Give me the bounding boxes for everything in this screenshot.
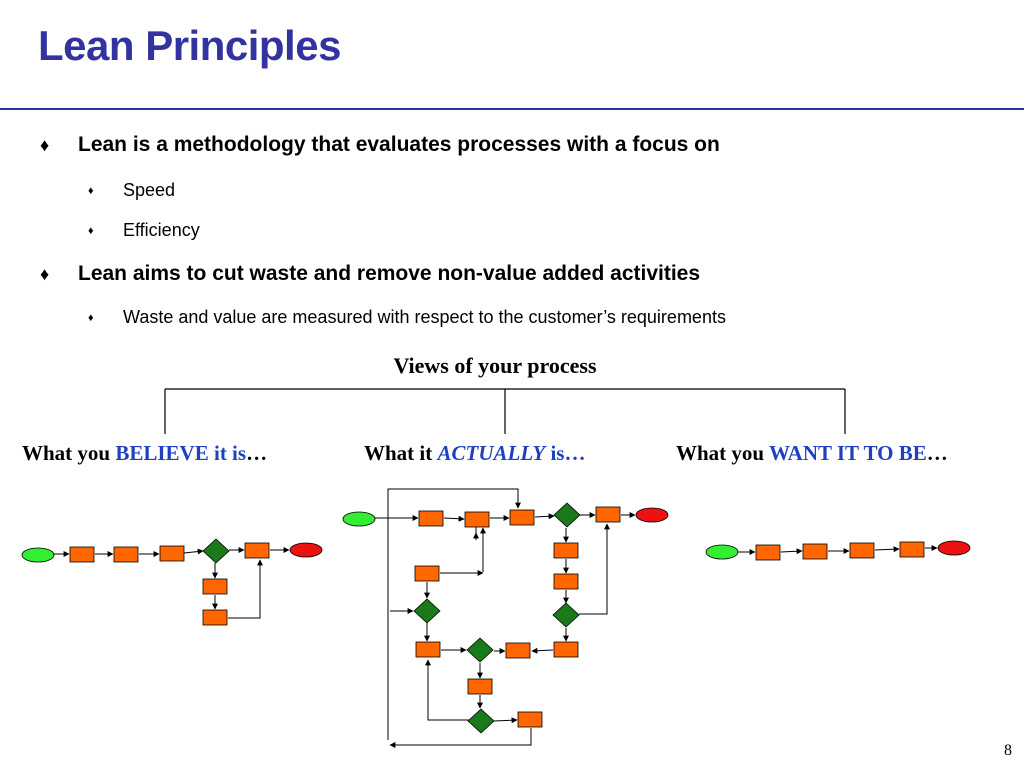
view-suffix: is… [545,441,586,465]
bullet-text: Efficiency [123,220,200,240]
process-step [553,573,579,590]
process-step [899,541,925,558]
view-prefix: What you [22,441,116,465]
start-oval [342,511,376,527]
view-emphasis: ACTUALLY [437,441,546,465]
diamond-bullet-icon: ♦ [40,264,50,284]
process-step [517,711,543,728]
view-prefix: What it [364,441,438,465]
view-emphasis: BELIEVE it is [115,441,247,465]
view-label-believe: What you BELIEVE it is… [22,441,267,466]
process-step [553,641,579,658]
decision-diamond [553,502,581,528]
bullet-speed: ♦ Speed [88,180,175,201]
process-step [415,641,441,658]
bullet-efficiency: ♦ Efficiency [88,220,200,241]
decision-diamond [467,708,495,734]
bullet-lean-aims: ♦ Lean aims to cut waste and remove non-v… [40,262,700,286]
decision-diamond [466,637,494,663]
bullet-text: Lean is a methodology that evaluates pro… [78,133,720,156]
decision-diamond [552,602,580,628]
process-step [505,642,531,659]
want-flowchart [705,540,971,561]
views-title: Views of your process [393,353,597,378]
process-step [595,506,621,523]
view-suffix: … [926,441,948,465]
bullet-text: Waste and value are measured with respec… [123,307,726,327]
diamond-bullet-icon: ♦ [40,135,50,155]
title-divider [0,108,1024,110]
bullet-lean-methodology: ♦ Lean is a methodology that evaluates pr… [40,133,720,157]
process-step [244,542,270,559]
decision-diamond [202,538,230,564]
diamond-bullet-icon: ♦ [88,312,94,325]
process-step [202,578,228,595]
bullet-text: Lean aims to cut waste and remove non-va… [78,262,701,285]
slide-title: Lean Principles [38,22,341,69]
process-step [418,510,444,527]
end-oval [635,507,669,523]
view-prefix: What you [676,441,769,465]
process-step [509,509,535,526]
process-step [159,545,185,562]
end-oval [937,540,971,556]
actually-flowchart [342,488,669,748]
diamond-bullet-icon: ♦ [88,185,94,198]
start-oval [705,544,739,560]
believe-flowchart [21,538,323,626]
end-oval [289,542,323,558]
process-step [69,546,95,563]
start-oval [21,547,55,563]
process-step [464,511,490,528]
view-emphasis: WANT IT TO BE [768,441,927,465]
process-step [467,678,493,695]
decision-diamond [413,598,441,624]
process-step [553,542,579,559]
process-step [113,546,139,563]
view-label-actually: What it ACTUALLY is… [364,441,585,466]
view-label-want: What you WANT IT TO BE… [676,441,948,466]
view-suffix: … [246,441,268,465]
views-bracket [164,388,846,434]
bullet-text: Speed [123,180,176,200]
page-number: 8 [1004,742,1012,759]
process-step [414,565,440,582]
process-step [802,543,828,560]
process-step [202,609,228,626]
process-step [755,544,781,561]
bullet-waste-value: ♦ Waste and value are measured with respe… [88,307,726,328]
diamond-bullet-icon: ♦ [88,225,94,238]
process-step [849,542,875,559]
